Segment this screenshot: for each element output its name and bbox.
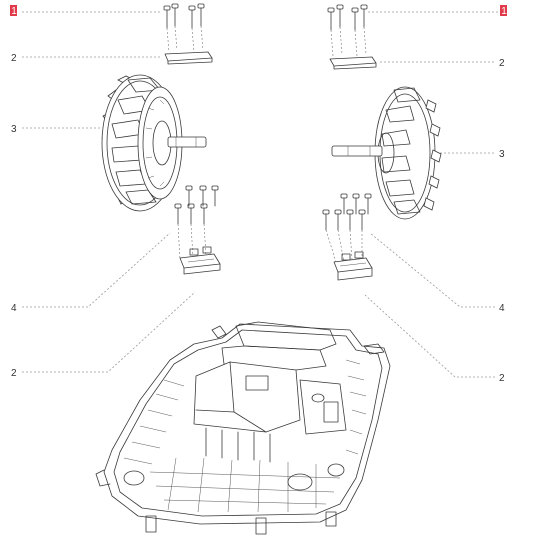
callout-2-chassis-left: 2 [11,368,17,379]
leader-lines [22,11,498,378]
wheel-left [101,74,207,212]
screw-set-mid-left [174,185,219,261]
callout-3-right: 3 [499,149,505,160]
bracket-top-right [329,56,377,70]
callout-highlight-box [10,5,17,16]
screw-set-top-left [163,3,205,53]
callout-4-left: 4 [11,303,17,314]
callout-4-right: 4 [499,303,505,314]
callout-2-chassis-right: 2 [499,373,505,384]
chassis-base [95,321,391,535]
screw-set-mid-right [322,193,372,263]
wheel-right [331,86,442,220]
callout-2-top-left: 2 [11,53,17,64]
callout-1-right: 1 [501,6,507,17]
bracket-top-left [164,51,213,65]
motor-mount-left [179,246,221,275]
callout-3-left: 3 [11,124,17,135]
screw-set-top-right [327,4,368,57]
callout-labels: 1 1 2 2 3 3 4 4 2 2 [10,5,507,384]
callout-1-left: 1 [11,6,17,17]
callout-2-top-right: 2 [499,58,505,69]
callout-highlight-box [500,5,507,16]
motor-mount-right [333,251,373,281]
